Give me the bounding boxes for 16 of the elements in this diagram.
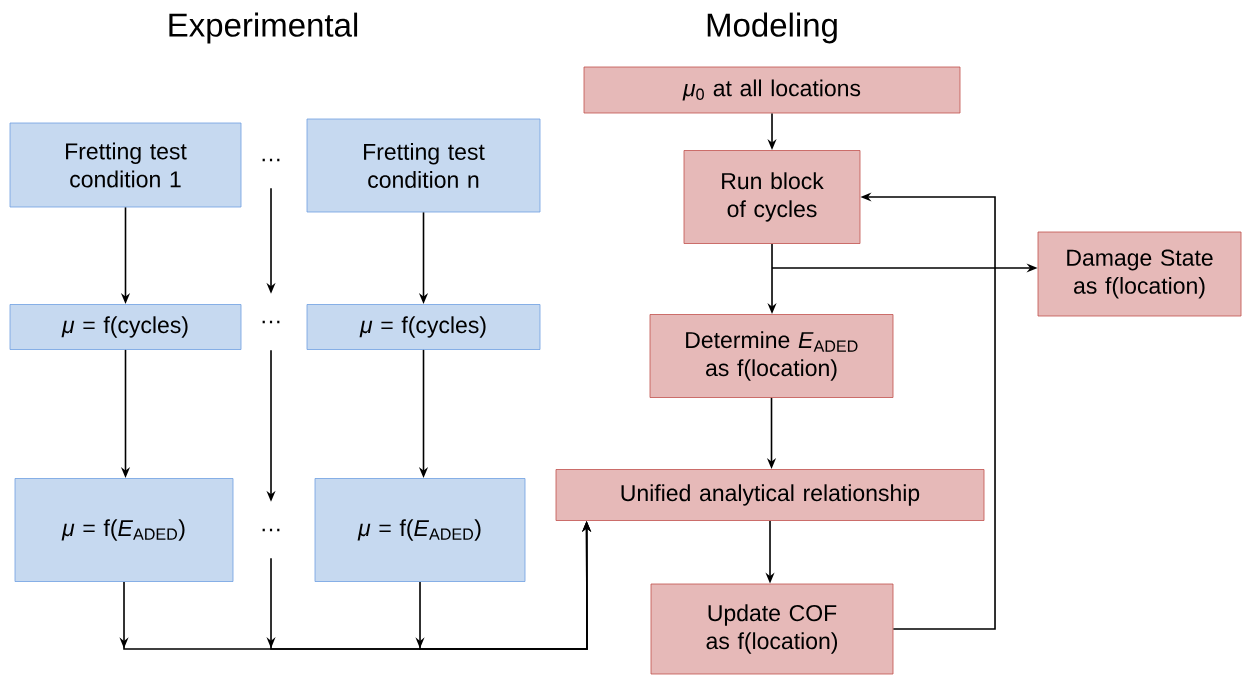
process-box: Fretting test condition 1: [9, 122, 242, 208]
process-box: μ = f(E$_{ADED}$): [14, 478, 234, 582]
process-box: Run block of cycles: [683, 150, 861, 244]
ellipsis: …: [262, 528, 280, 532]
process-box: Fretting test condition n: [306, 118, 541, 213]
process-box: μ$_{0}$ at all locations: [583, 66, 961, 114]
process-box: Damage State as f(location): [1037, 231, 1242, 317]
process-box: μ = f(cycles): [9, 304, 242, 350]
heading: Experimental: [169, 12, 358, 44]
ellipsis: …: [262, 320, 280, 324]
process-box: Determine E$_{ADED}$ as f(location): [649, 314, 894, 398]
process-box: μ = f(E$_{ADED}$): [314, 478, 526, 582]
ellipsis: …: [262, 158, 280, 162]
process-box: Unified analytical relationship: [555, 469, 985, 521]
process-box: Update COF as f(location): [650, 583, 894, 675]
process-box: μ = f(cycles): [306, 304, 541, 350]
